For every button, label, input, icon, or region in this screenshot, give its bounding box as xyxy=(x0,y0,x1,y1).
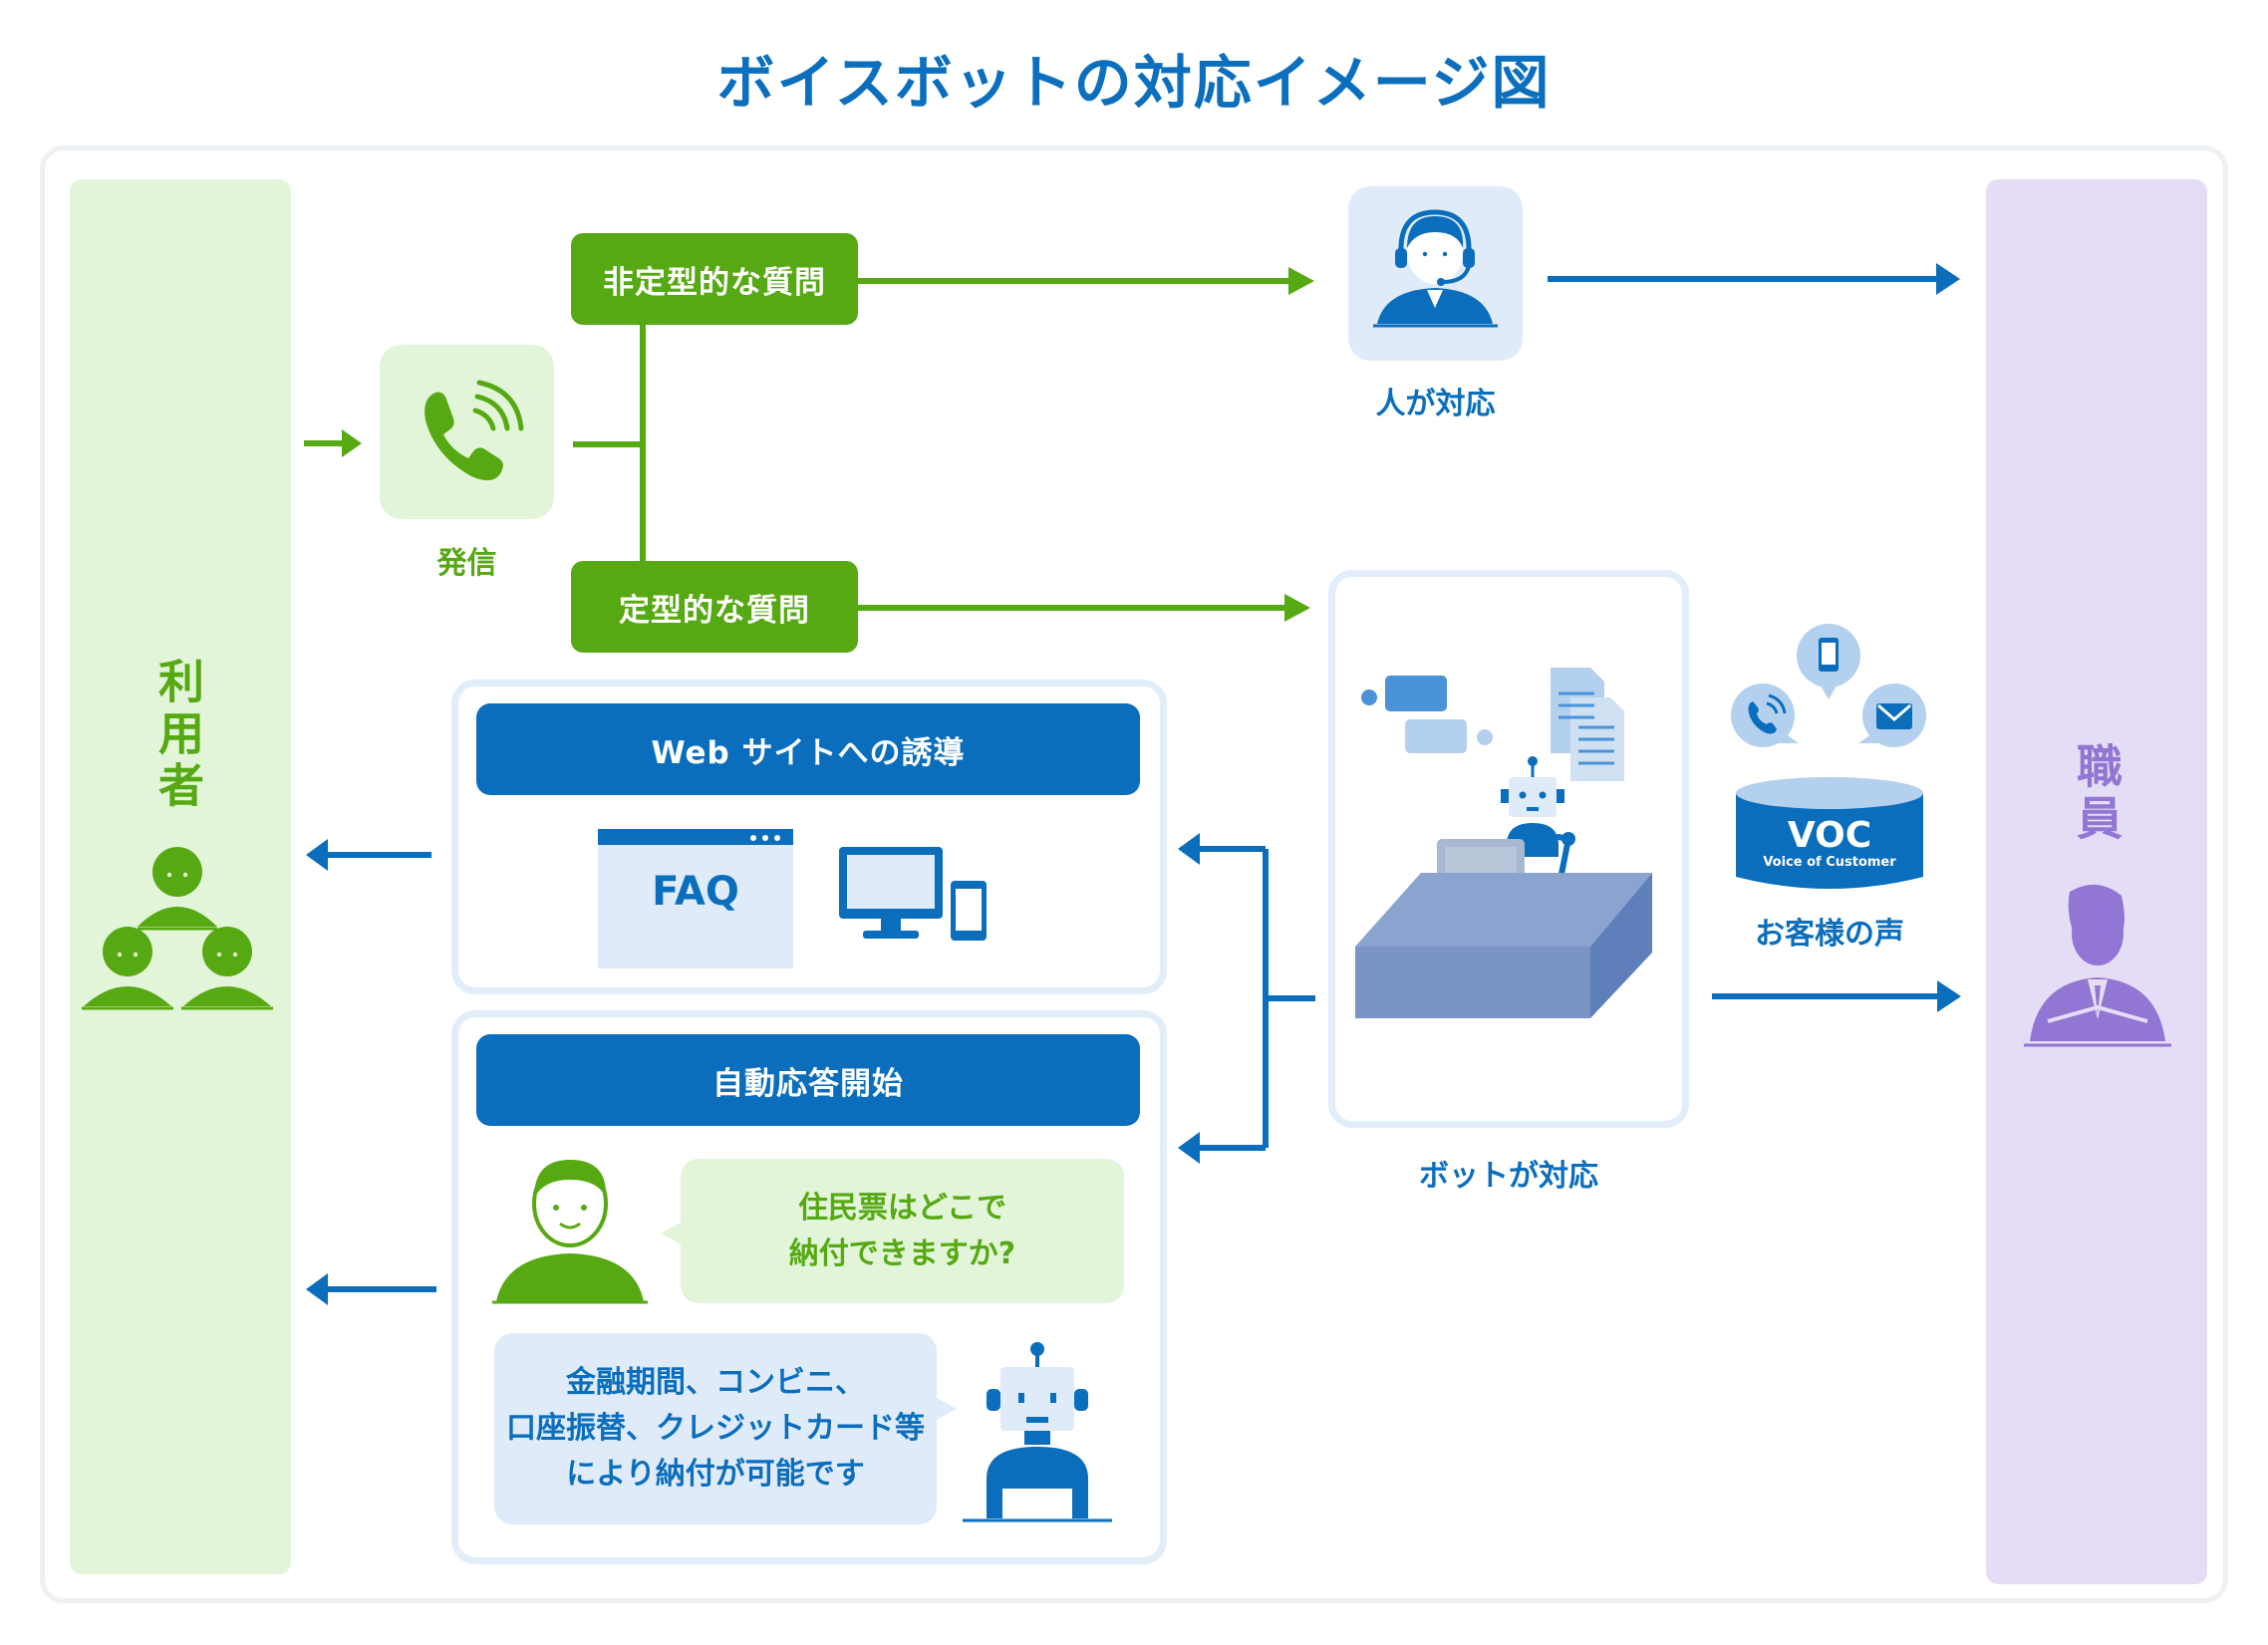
question-line-1: 住民票はどこで xyxy=(797,1190,1007,1226)
page-title: ボイスボットの対応イメージ図 xyxy=(716,49,1552,117)
citizen-question-bubble: 住民票はどこで 納付できますか? xyxy=(681,1159,1124,1303)
voc-title: VOC xyxy=(1787,815,1872,856)
phone-call-icon xyxy=(425,380,524,481)
bot-answer-bubble: 金融期間、コンビニ、 口座振替、クレジットカード等 により納付が可能です xyxy=(494,1333,937,1524)
browser-dots-icon xyxy=(750,835,780,841)
faq-browser-window xyxy=(598,829,793,968)
arrow-web-to-users xyxy=(306,839,431,871)
bot-to-panels-connector xyxy=(1178,833,1315,1164)
devices-icon xyxy=(839,847,987,941)
answer-bubble-tail xyxy=(935,1397,957,1421)
branch-connector xyxy=(573,319,646,568)
web-guidance-header: Web サイトへの誘導 xyxy=(476,703,1140,795)
structured-question-box: 定型的な質問 xyxy=(571,561,858,653)
faq-label: FAQ xyxy=(652,869,739,915)
robot-avatar-icon xyxy=(963,1342,1112,1522)
question-bubble-tail xyxy=(661,1222,683,1245)
answer-line-1: 金融期間、コンビニ、 xyxy=(566,1365,865,1400)
staff-column-label: 職員 xyxy=(2070,742,2124,846)
citizen-avatar-icon xyxy=(492,1160,648,1304)
arrow-human-to-staff xyxy=(1548,263,1960,295)
voc-database-icon xyxy=(1736,777,1923,889)
user-column-label: 利用者 xyxy=(151,658,205,813)
operator-headset-icon xyxy=(1373,209,1498,328)
voc-subtitle: Voice of Customer xyxy=(1763,855,1896,870)
question-line-2: 納付できますか? xyxy=(788,1235,1016,1271)
arrow-to-human xyxy=(858,267,1314,295)
bot-label: ボットが対応 xyxy=(1419,1159,1598,1194)
diagram-frame xyxy=(40,145,2228,1603)
arrow-to-call xyxy=(304,429,362,457)
arrow-to-bot xyxy=(858,594,1310,622)
staff-column xyxy=(1986,179,2207,1584)
user-group-icon xyxy=(82,847,273,1010)
answer-line-2: 口座振替、クレジットカード等 xyxy=(506,1411,925,1446)
answer-line-3: により納付が可能です xyxy=(566,1457,865,1492)
auto-response-header: 自動応答開始 xyxy=(476,1034,1140,1126)
call-box xyxy=(380,345,554,519)
unstructured-question-box: 非定型的な質問 xyxy=(571,233,858,325)
staff-person-icon xyxy=(2024,884,2171,1047)
call-label: 発信 xyxy=(436,546,497,581)
bot-desk-illustration xyxy=(1355,668,1652,1018)
voc-label: お客様の声 xyxy=(1755,917,1904,952)
arrow-auto-to-users xyxy=(306,1273,436,1305)
voc-channel-icons xyxy=(1731,624,1926,747)
human-label: 人が対応 xyxy=(1375,387,1496,421)
arrow-bot-to-staff xyxy=(1712,980,1961,1012)
